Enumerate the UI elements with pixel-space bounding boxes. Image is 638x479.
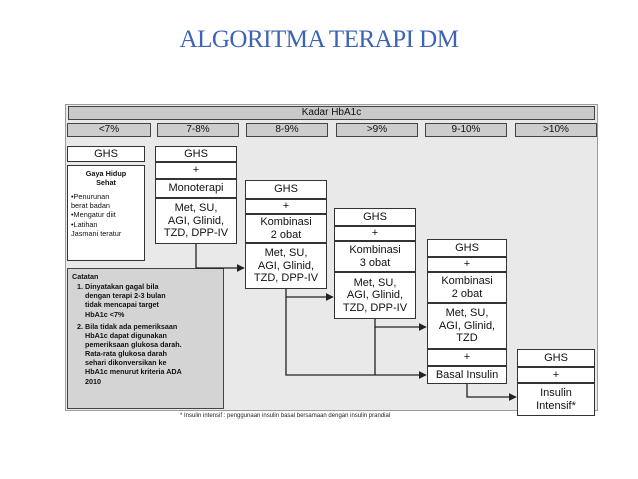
footnote: * Insulin intensif : penggunaan insulin …	[180, 413, 391, 419]
col1-ghs-box: GHS	[67, 146, 145, 162]
column-header-1: <7%	[67, 123, 151, 137]
column-header-4: >9%	[336, 123, 418, 137]
hba1c-header: Kadar HbA1c	[68, 106, 595, 120]
notes-list: Dinyatakan gagal bila dengan terapi 2-3 …	[72, 282, 219, 386]
column-header-3: 8-9%	[246, 123, 328, 137]
col4-drugs-box: Met, SU, AGI, Glinid, TZD, DPP-IV	[334, 272, 416, 319]
lifestyle-item: •Latihan Jasmani teratur	[71, 219, 122, 238]
col3-therapy-box: Kombinasi 2 obat	[245, 214, 327, 243]
note-item: Dinyatakan gagal bila dengan terapi 2-3 …	[85, 282, 219, 319]
col3-plus-box: +	[245, 199, 327, 214]
page-title: ALGORITMA TERAPI DM	[179, 26, 459, 53]
lifestyle-box: Gaya Hidup Sehat •Penurunan berat badan …	[67, 165, 145, 261]
arrow-col4-to-col5	[374, 319, 427, 331]
lifestyle-title: Gaya Hidup Sehat	[85, 169, 127, 188]
column-header-5: 9-10%	[425, 123, 507, 137]
col6-intensive-insulin-box: Insulin Intensif*	[517, 383, 595, 416]
col2-plus-box: +	[155, 162, 237, 179]
col2-therapy-box: Monoterapi	[155, 179, 237, 198]
col3-drugs-box: Met, SU, AGI, Glinid, TZD, DPP-IV	[245, 243, 327, 289]
col5-plus-box: +	[427, 257, 507, 272]
col4-ghs-box: GHS	[334, 208, 416, 226]
lifestyle-list: •Penurunan berat badan •Mengatur diit •L…	[71, 192, 141, 238]
col5-therapy-box: Kombinasi 2 obat	[427, 272, 507, 303]
lifestyle-item: •Penurunan berat badan	[71, 192, 110, 211]
col4-therapy-box: Kombinasi 3 obat	[334, 241, 416, 272]
column-header-6: >10%	[515, 123, 597, 137]
arrow-col3-to-col4	[285, 289, 334, 301]
col5-plus2-box: +	[427, 349, 507, 366]
col2-ghs-box: GHS	[155, 146, 237, 162]
col4-plus-box: +	[334, 226, 416, 241]
column-header-2: 7-8%	[157, 123, 239, 137]
arrow-col5-to-col6	[466, 384, 517, 401]
arrow-col3-to-basal	[285, 297, 427, 379]
col5-basal-insulin-box: Basal Insulin	[427, 366, 507, 384]
col6-ghs-box: GHS	[517, 349, 595, 367]
lifestyle-item: •Mengatur diit	[71, 210, 116, 220]
arrow-col2-to-col3	[195, 244, 245, 272]
notes-box: Catatan Dinyatakan gagal bila dengan ter…	[67, 268, 224, 409]
notes-title: Catatan	[72, 272, 99, 281]
note-item: Bila tidak ada pemeriksaan HbA1c dapat d…	[85, 322, 219, 386]
col3-ghs-box: GHS	[245, 180, 327, 199]
col5-ghs-box: GHS	[427, 239, 507, 257]
col6-plus-box: +	[517, 367, 595, 383]
col5-drugs-box: Met, SU, AGI, Glinid, TZD	[427, 303, 507, 349]
col2-drugs-box: Met, SU, AGI, Glinid, TZD, DPP-IV	[155, 198, 237, 244]
